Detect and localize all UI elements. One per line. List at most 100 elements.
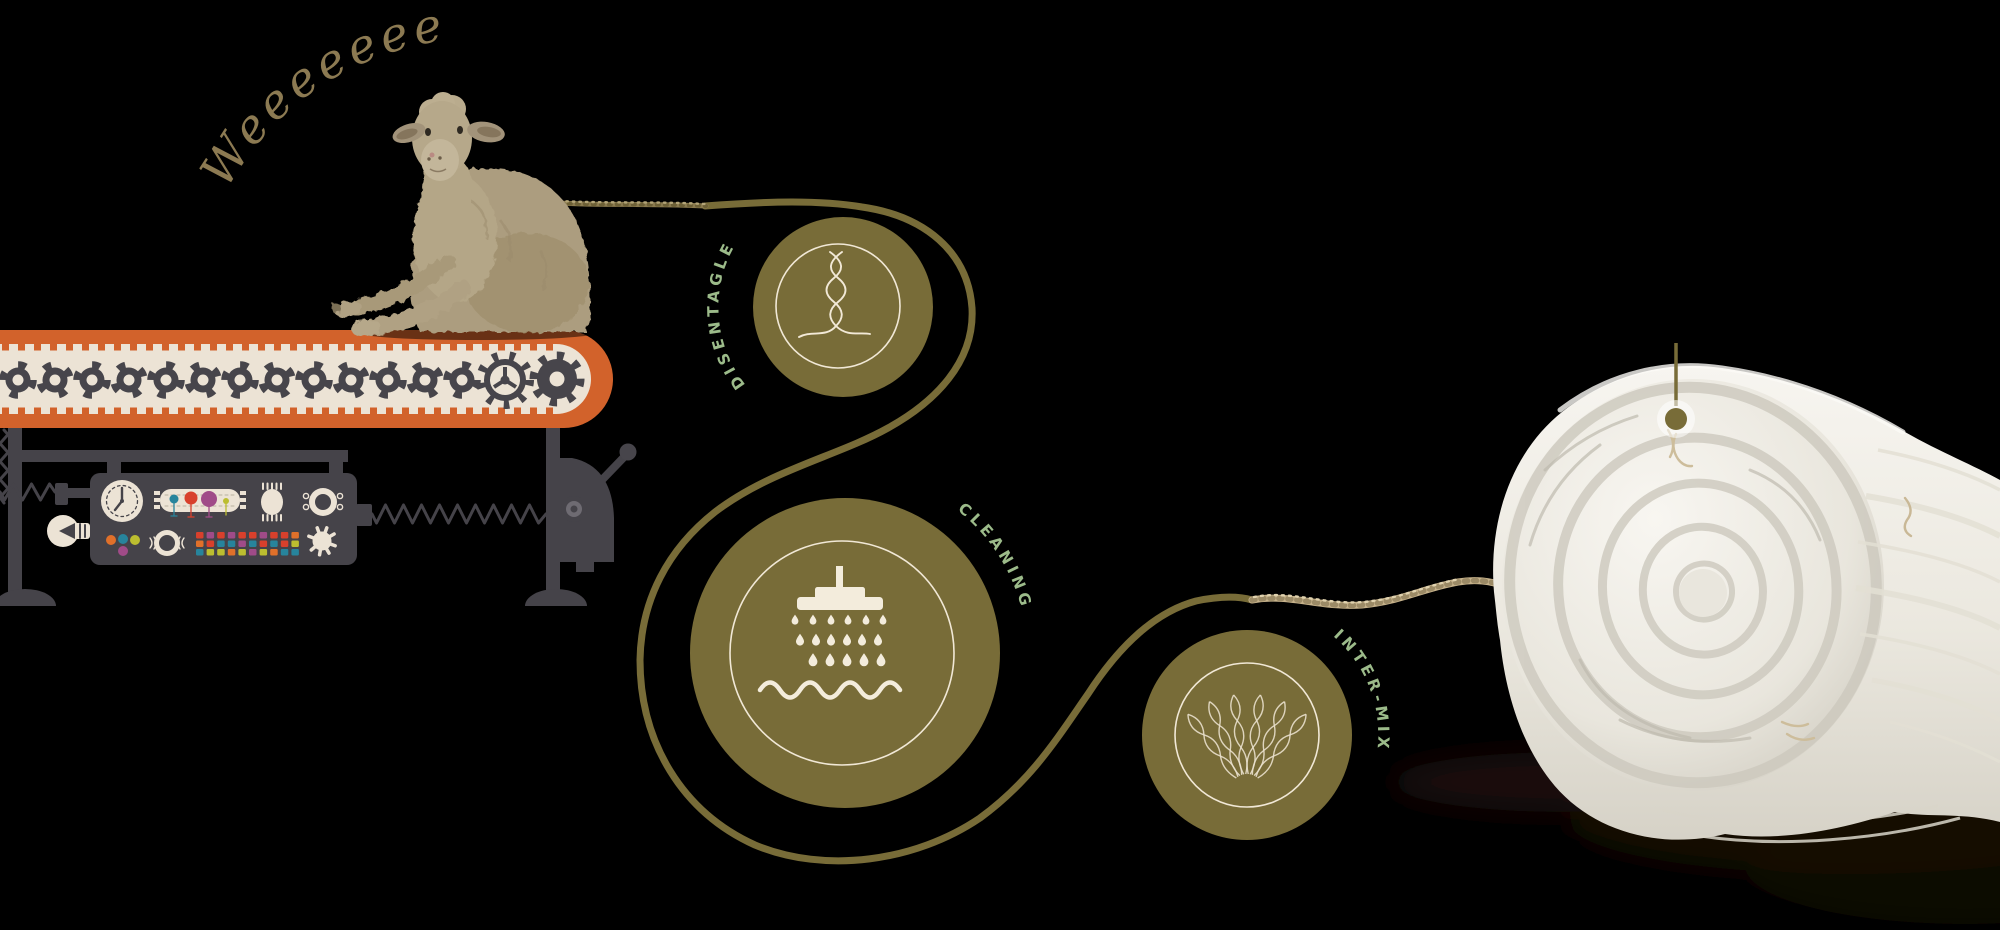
water-drop-icon [876, 653, 886, 667]
weave-strand [1251, 701, 1285, 775]
water-drop-icon [812, 633, 820, 646]
process-path [636, 198, 1256, 865]
sheep-foreleg [348, 254, 456, 316]
weave-strand [1208, 701, 1241, 777]
gear-icon [73, 361, 111, 399]
punch-square [259, 549, 268, 556]
punch-square [196, 532, 204, 539]
punch-square [227, 540, 236, 547]
sheep-body [331, 156, 591, 337]
station-cleaning: CLEANING [690, 498, 1031, 808]
machine-leg [546, 418, 560, 594]
punch-square [270, 549, 278, 556]
duvet-quilt-piping [1661, 804, 1961, 844]
spring-plate [55, 483, 68, 505]
ticking-stripe [1855, 585, 2000, 631]
light-bulb-icon [47, 515, 90, 547]
gear-icon [147, 361, 185, 399]
water-drop-icon [791, 614, 799, 625]
carding-machine [0, 418, 637, 606]
wool-yarn-strand [542, 198, 709, 209]
punch-square [291, 532, 299, 539]
water-drop-icon [825, 653, 835, 667]
water-drop-icon [859, 653, 869, 667]
punch-square [280, 532, 289, 539]
water-drop-icon [843, 633, 851, 646]
punch-square [238, 549, 246, 556]
station-circle [753, 217, 933, 397]
punch-square [238, 532, 246, 539]
machine-foot [0, 589, 56, 606]
punch-square [280, 549, 289, 556]
ticking-stripe [1859, 632, 2000, 676]
weave-strand [1257, 714, 1307, 779]
dot-marker-icon[interactable] [1665, 408, 1687, 430]
water-drop-icon [808, 653, 818, 667]
machine-leg [8, 418, 22, 594]
water-drop-icon [796, 633, 804, 646]
spring-icon [370, 503, 548, 525]
lever-housing-tab [576, 562, 594, 572]
punch-square [206, 549, 215, 556]
punch-square [217, 549, 225, 556]
ticking-stripe [1865, 493, 2000, 539]
punch-square [249, 549, 257, 556]
punch-square [270, 532, 278, 539]
duvet-ticking-stripes [1855, 448, 2000, 764]
twisted-fibres-icon [798, 251, 871, 338]
station-disentagle: DISENTAGLE [704, 217, 933, 397]
gear-icon [221, 361, 259, 399]
punch-square [270, 540, 278, 547]
punch-square [196, 540, 204, 547]
control-panel [47, 473, 357, 565]
duvet-spiral [1504, 381, 1882, 789]
punch-square [227, 532, 236, 539]
sheep-eye [425, 128, 431, 136]
conveyor-belt [0, 330, 613, 428]
water-drop-icon [862, 614, 870, 625]
weave-strand [1246, 694, 1261, 775]
sheep-foreleg [363, 279, 471, 336]
station-ring [1174, 662, 1320, 808]
punch-square [217, 540, 225, 547]
punch-square [217, 532, 225, 539]
gear-icon [443, 361, 481, 399]
gear-icon [0, 361, 37, 399]
sheep-eye [457, 126, 463, 134]
duvet-creases [1528, 414, 1822, 743]
sheep [331, 92, 596, 340]
punch-square [259, 532, 268, 539]
weave-strand [1187, 714, 1237, 779]
weave-strand [1233, 694, 1248, 775]
water-wave-icon [757, 680, 903, 700]
balloon-indicator [154, 489, 246, 518]
punch-square [249, 532, 257, 539]
weave-strand [1230, 694, 1245, 775]
punch-square [259, 540, 268, 547]
weave-lattice-icon [1187, 694, 1307, 779]
water-drop-icon [809, 614, 817, 625]
callout-marker[interactable] [1657, 343, 1695, 438]
gear-icon [476, 351, 534, 409]
duvet-tie-strings [1666, 428, 1913, 741]
wool-yarn-strand [1248, 577, 1509, 609]
ticking-stripe [1889, 720, 2000, 764]
punch-square [291, 540, 299, 547]
turtle-knob-icon [307, 526, 337, 557]
punch-card-squares [196, 532, 299, 556]
duvet-roll [1493, 363, 2000, 844]
gear-icon [369, 361, 407, 399]
duvet-core [1679, 569, 1727, 617]
weave-strand [1255, 713, 1307, 777]
water-drop-icon [827, 633, 835, 646]
machine-foot [525, 589, 587, 606]
duvet-rim-light [1557, 363, 1906, 435]
spring-plate [356, 504, 372, 526]
sheep-head [392, 92, 505, 181]
station-ring [775, 243, 901, 369]
gear-icon [406, 361, 444, 399]
ticking-stripe [1857, 540, 2000, 584]
water-drop-icon [827, 614, 835, 625]
